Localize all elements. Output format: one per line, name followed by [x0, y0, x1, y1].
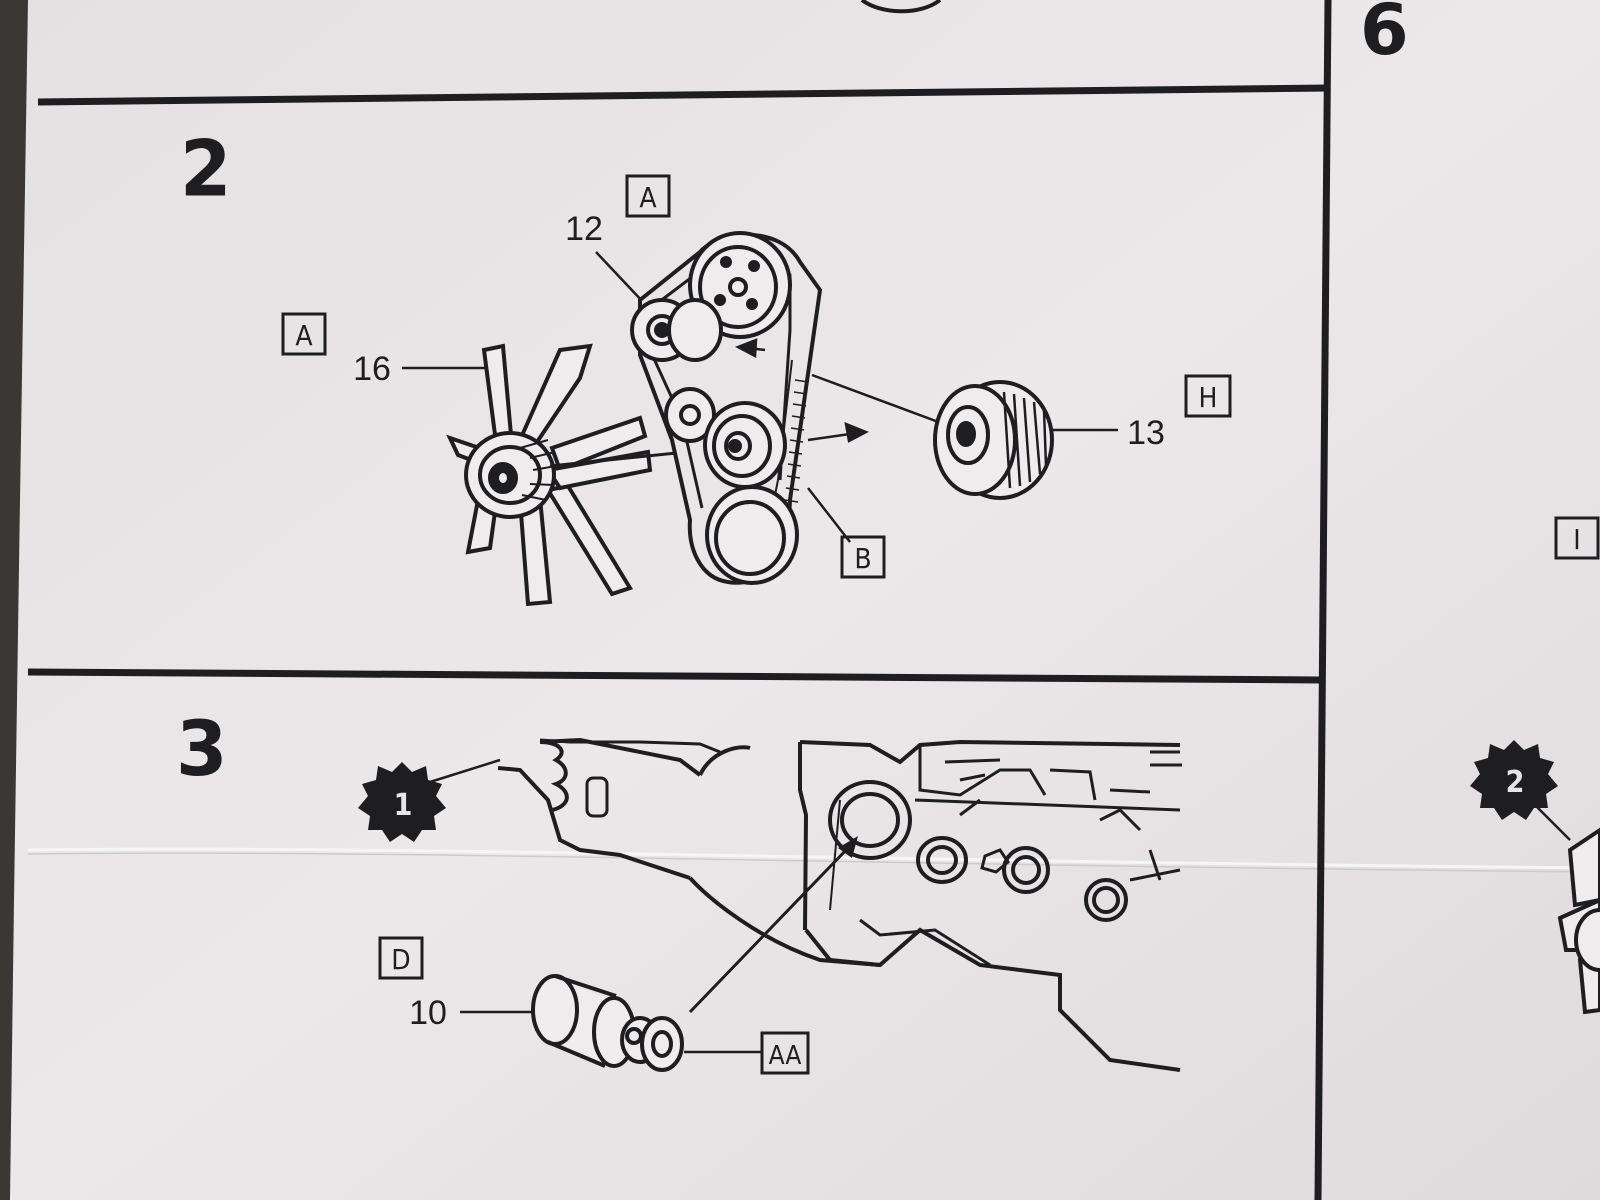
step-number: 6	[1360, 0, 1409, 71]
sprue-letter: AA	[769, 1041, 802, 1071]
previous-step-fragment	[860, 0, 942, 14]
insertion-arrow	[688, 846, 850, 1014]
part-number-label: 16	[353, 350, 391, 388]
step-number: 3	[176, 706, 227, 794]
callout-number: 2	[1506, 765, 1525, 800]
sprue-box	[1184, 374, 1232, 418]
part-number-label: 12	[565, 210, 603, 248]
leader-line	[429, 758, 501, 784]
sprue-box	[840, 535, 886, 579]
canister-part-drawing	[531, 974, 684, 1072]
step-2-panel: 2 A 12 A 16	[180, 124, 1232, 607]
sprue-box	[760, 1031, 810, 1075]
sprue-box	[1554, 516, 1600, 560]
sprue-letter: A	[639, 181, 657, 214]
sprue-letter: H	[1199, 381, 1218, 414]
paper-fold-crease	[27, 847, 1600, 870]
leader-line	[807, 487, 851, 543]
engine-block-drawing	[497, 737, 1182, 1072]
right-column-panel: 6 I 2	[1360, 0, 1600, 1015]
callout-number: 1	[394, 788, 413, 823]
assembly-callout-badge: 2	[1470, 740, 1558, 820]
sprue-letter: A	[295, 319, 313, 352]
sprue-box	[281, 312, 327, 356]
assembly-callout-badge: 1	[358, 762, 446, 842]
paper	[10, 0, 1600, 1200]
part-number-label: 13	[1127, 414, 1165, 452]
leader-line	[1534, 804, 1571, 841]
sprue-letter: B	[854, 542, 871, 575]
sprue-letter: I	[1573, 523, 1580, 556]
sprue-letter: D	[391, 943, 410, 976]
alternator-drawing	[933, 380, 1054, 500]
sprue-box	[625, 174, 671, 218]
part-number-label: 10	[409, 994, 447, 1032]
panel-frame	[27, 0, 1332, 1200]
pulley-belt-assembly-drawing	[630, 231, 823, 585]
fan-fragment-drawing	[1557, 827, 1600, 1015]
sprue-box	[378, 936, 424, 980]
step-3-panel: 3 1	[176, 706, 1182, 1075]
direction-arrows	[734, 338, 961, 443]
arrowhead	[838, 836, 858, 858]
step-number: 2	[180, 124, 231, 214]
